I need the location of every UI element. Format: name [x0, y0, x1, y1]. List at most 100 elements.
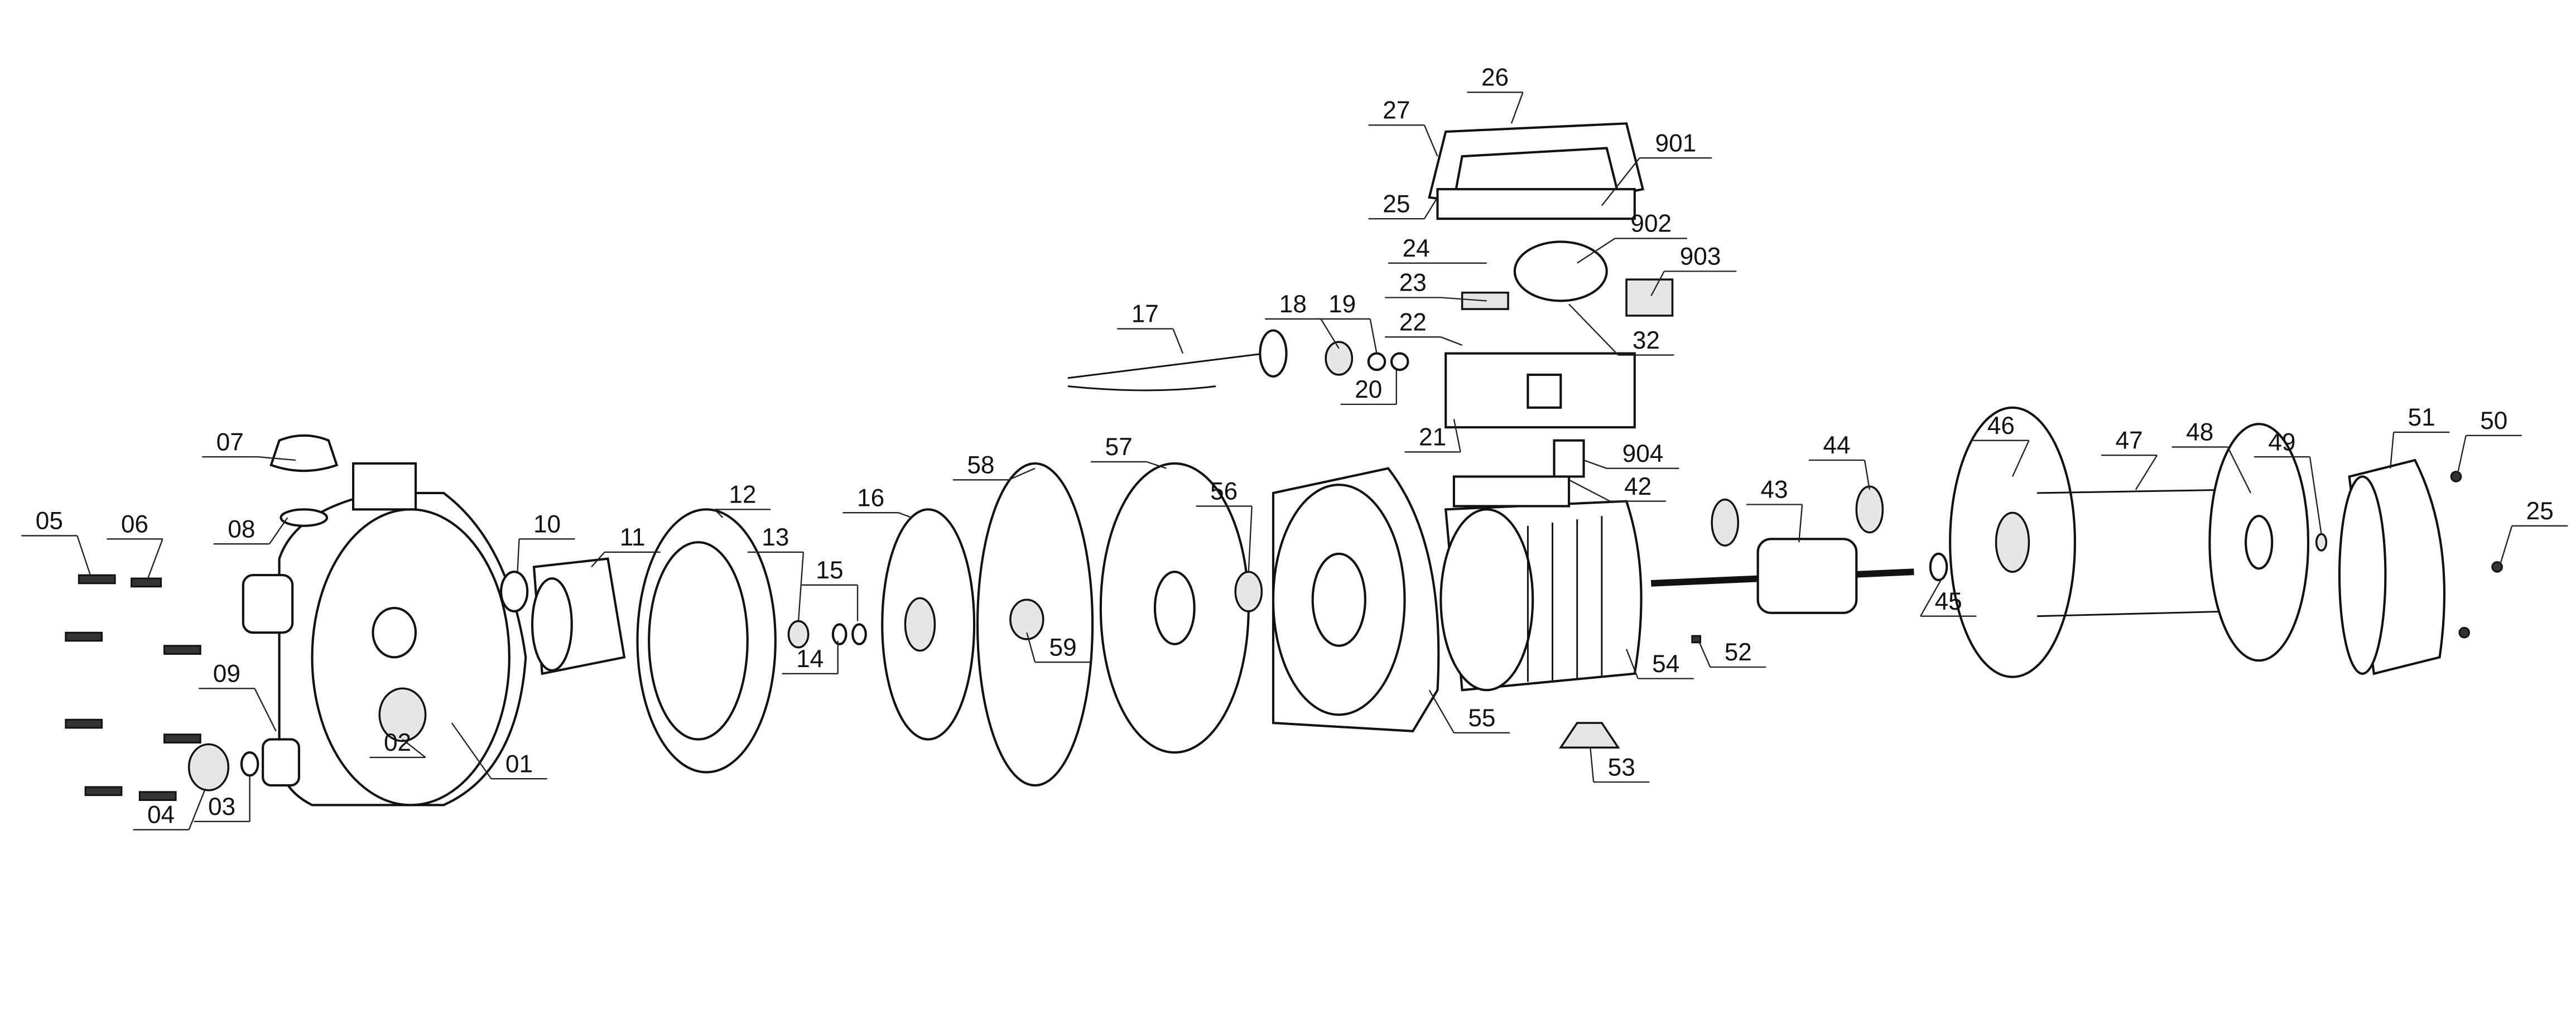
- part-number: 22: [1399, 308, 1427, 336]
- part-number: 05: [36, 508, 63, 535]
- part-number: 58: [967, 452, 994, 479]
- part-number: 01: [505, 750, 533, 778]
- part-label-08: 08: [213, 515, 288, 545]
- part-label-52: 52: [1698, 639, 1766, 668]
- part-number: 16: [857, 484, 884, 511]
- part-number: 901: [1655, 129, 1697, 157]
- leader-line: [1808, 459, 1871, 490]
- leader-line: [194, 775, 251, 822]
- power-cable-17: [1067, 353, 1265, 392]
- part-number: 46: [1987, 412, 2015, 440]
- leader-line: [202, 456, 296, 461]
- part-number: 57: [1105, 433, 1133, 461]
- part-number: 03: [208, 793, 235, 820]
- leader-line: [1590, 747, 1650, 783]
- part-label-55: 55: [1428, 689, 1510, 733]
- leader-line: [133, 788, 206, 831]
- seal-56: [1234, 571, 1263, 612]
- part-label-15: 15: [801, 557, 859, 621]
- leader-line: [1428, 689, 1510, 733]
- part-number: 54: [1652, 650, 1679, 678]
- leader-line: [1385, 336, 1463, 346]
- part-number: 42: [1624, 473, 1651, 500]
- part-label-07: 07: [202, 428, 296, 461]
- leader-line: [1368, 197, 1438, 220]
- part-label-01: 01: [451, 722, 547, 780]
- part-label-23: 23: [1385, 269, 1487, 302]
- part-label-10: 10: [517, 511, 575, 572]
- switch-903: [1625, 278, 1674, 317]
- part-label-902: 902: [1577, 210, 1688, 264]
- leader-line: [1920, 578, 1977, 617]
- leader-line: [2101, 454, 2158, 490]
- leader-line: [1314, 318, 1378, 354]
- part-number: 48: [2186, 419, 2213, 446]
- circlip-45: [1929, 552, 1948, 582]
- seal-59: [1009, 598, 1044, 640]
- leader-line: [1568, 479, 1666, 502]
- part-number: 25: [1383, 190, 1410, 218]
- part-label-27: 27: [1368, 97, 1438, 157]
- leader-line: [1385, 297, 1487, 302]
- leader-line: [1625, 649, 1694, 679]
- part-number: 20: [1355, 376, 1382, 403]
- part-label-22: 22: [1385, 308, 1463, 346]
- part-number: 49: [2268, 428, 2295, 456]
- part-label-25: 25: [2500, 498, 2568, 564]
- part-label-47: 47: [2101, 427, 2158, 490]
- leader-line: [952, 467, 1036, 481]
- part-number: 27: [1383, 97, 1410, 124]
- part-label-14: 14: [782, 640, 839, 674]
- part-number: 19: [1328, 291, 1356, 318]
- leader-line: [1340, 370, 1398, 405]
- leader-line: [21, 535, 92, 576]
- port: [372, 606, 417, 659]
- leader-line: [1196, 505, 1253, 572]
- part-label-25: 25: [1368, 190, 1438, 220]
- part-number: 51: [2408, 404, 2435, 431]
- housing-outlet: [352, 462, 417, 511]
- leader-line: [801, 584, 859, 621]
- leader-line: [714, 509, 771, 518]
- leader-line: [1467, 91, 1524, 124]
- leader-line: [1117, 328, 1184, 354]
- leader-line: [1698, 640, 1766, 668]
- part-label-02: 02: [369, 729, 426, 759]
- part-number: 14: [796, 645, 824, 673]
- terminal-base: [1452, 475, 1571, 508]
- leader-line: [1265, 318, 1340, 349]
- part-label-49: 49: [2254, 428, 2322, 534]
- part-number: 18: [1279, 291, 1307, 318]
- part-number: 24: [1403, 235, 1430, 262]
- part-label-53: 53: [1590, 747, 1650, 783]
- leader-line: [1601, 157, 1712, 206]
- part-label-50: 50: [2457, 407, 2522, 474]
- part-label-24: 24: [1388, 235, 1487, 264]
- part-number: 23: [1399, 269, 1427, 297]
- part-label-43: 43: [1746, 476, 1803, 543]
- part-label-17: 17: [1117, 301, 1184, 354]
- part-label-32: 32: [1568, 303, 1674, 356]
- inlet-port-lower: [262, 738, 300, 787]
- part-label-19: 19: [1314, 291, 1378, 354]
- part-number: 53: [1608, 754, 1635, 781]
- part-number: 10: [533, 511, 561, 538]
- leader-line: [2457, 435, 2522, 474]
- part-label-03: 03: [194, 775, 251, 822]
- leader-line: [2254, 456, 2322, 534]
- part-label-16: 16: [842, 484, 912, 519]
- drain-cap-04: [187, 743, 230, 791]
- part-label-903: 903: [1650, 243, 1737, 297]
- part-label-46: 46: [1973, 412, 2030, 477]
- o-ring-10: [500, 571, 529, 612]
- part-number: 44: [1823, 432, 1850, 459]
- leader-line: [1091, 461, 1167, 469]
- part-number: 903: [1680, 243, 1721, 271]
- part-number: 25: [2526, 498, 2554, 525]
- leader-line: [747, 551, 805, 621]
- clamp-23: [1461, 291, 1509, 310]
- part-label-57: 57: [1091, 433, 1167, 469]
- part-label-901: 901: [1601, 129, 1712, 206]
